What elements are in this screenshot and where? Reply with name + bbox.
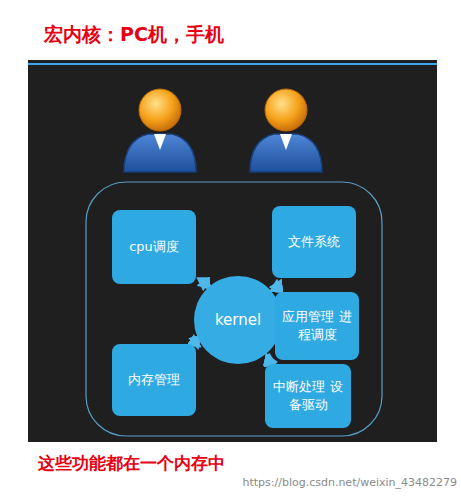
function-box: cpu调度 [112,210,196,284]
kernel-circle: kernel [194,276,282,364]
node-text: kernel [215,310,261,330]
function-box: 内存管理 [112,344,196,416]
function-box: 文件系统 [272,206,356,278]
function-box: 应用管理 进程调度 [275,292,359,360]
board-panel [28,60,437,442]
user-icon [250,89,322,172]
board-line [28,63,437,65]
node-text: 文件系统 [288,233,340,251]
kernel-space-outline [86,182,382,436]
curved-arrow [198,285,203,290]
node-text: 应用管理 进程调度 [282,308,352,343]
node-text: cpu调度 [129,238,179,256]
watermark: https://blog.csdn.net/weixin_43482279 [242,476,457,489]
title: 宏内核：PC机，手机 [44,22,224,48]
curved-arrow [270,280,277,287]
caption: 这些功能都在一个内存中 [38,452,225,475]
node-text: 内存管理 [128,371,180,389]
user-icon [124,89,196,172]
node-text: 中断处理 设备驱动 [272,378,344,413]
curved-arrow [198,345,201,348]
function-box: 中断处理 设备驱动 [265,364,351,428]
